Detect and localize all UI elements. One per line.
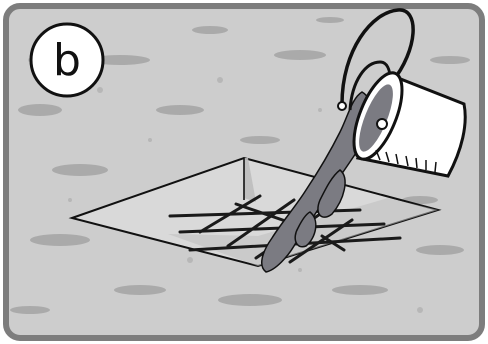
panel-label: b (53, 35, 81, 86)
panel-label-badge: b (31, 24, 103, 96)
